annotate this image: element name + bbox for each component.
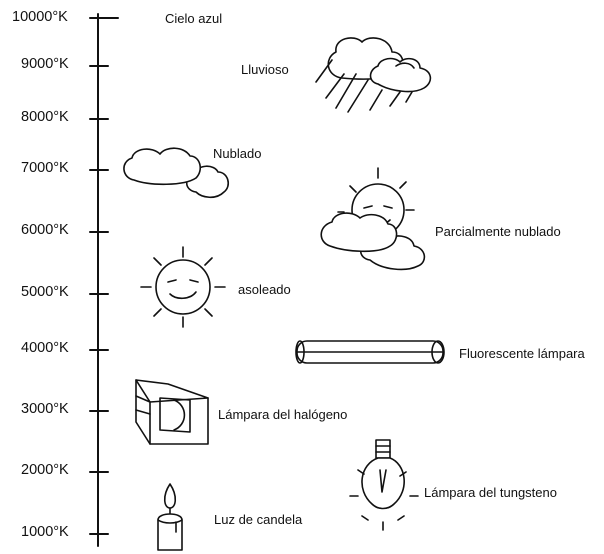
sun-behind-cloud-icon: [320, 167, 426, 271]
scale-label-6000: 6000°K: [21, 222, 69, 238]
label-blue-sky: Cielo azul: [165, 11, 223, 26]
label-partly-cloudy: Parcialmente nublado: [435, 224, 561, 239]
halogen-lamp-icon: [135, 379, 209, 445]
scale-label-4000: 4000°K: [21, 340, 69, 356]
scale-label-9000: 9000°K: [21, 56, 69, 72]
scale-label-10000: 10000°K: [12, 9, 68, 25]
label-candle: Luz de candela: [214, 512, 303, 527]
cloud-icon: [123, 147, 230, 199]
scale-label-2000: 2000°K: [21, 462, 69, 478]
scale-label-8000: 8000°K: [21, 109, 69, 125]
label-cloudy: Nublado: [213, 146, 262, 161]
label-tungsten: Lámpara del tungsteno: [424, 485, 557, 500]
label-rainy: Lluvioso: [241, 62, 289, 77]
scale-label-7000: 7000°K: [21, 160, 69, 176]
light-bulb-icon: [349, 439, 419, 531]
scale-label-5000: 5000°K: [21, 284, 69, 300]
label-fluorescent: Fluorescente lámpara: [459, 346, 585, 361]
rain-cloud-icon: [315, 37, 432, 113]
fluorescent-tube-icon: [295, 340, 445, 364]
candle-icon: [157, 483, 183, 551]
scale-label-3000: 3000°K: [21, 401, 69, 417]
scale-label-1000: 1000°K: [21, 524, 69, 540]
sun-icon: [140, 246, 226, 328]
scale-ticks: [89, 17, 119, 535]
label-sunny: asoleado: [238, 282, 291, 297]
label-halogen: Lámpara del halógeno: [218, 407, 348, 422]
